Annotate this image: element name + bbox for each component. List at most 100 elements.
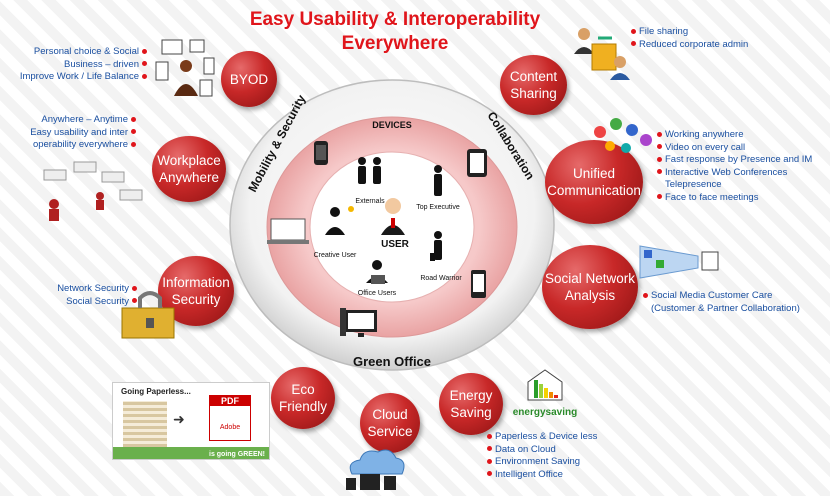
creative-user-label: Creative User <box>314 252 357 259</box>
note-text: Intelligent Office <box>495 468 563 480</box>
devices-label: DEVICES <box>372 120 412 130</box>
note-text: Paperless & Device less <box>495 431 598 442</box>
byod-notes: Personal choice & Social Business – driv… <box>2 46 150 84</box>
pdf-file-icon: PDF Adobe <box>209 395 251 441</box>
bullet-icon <box>657 169 662 175</box>
bullet-icon <box>131 129 136 135</box>
bullet-icon <box>643 292 648 298</box>
bubble-eco-line-1: Eco <box>291 382 315 397</box>
note-text: Improve Work / Life Balance <box>19 71 139 82</box>
going-green-label: is going GREEN! <box>209 451 265 458</box>
smartphone-icon <box>314 141 328 165</box>
bubble-unified-line-2: Communication <box>547 183 641 198</box>
file-sharing-icon <box>574 28 630 80</box>
bubble-content-sharing-line-2: Sharing <box>510 86 557 101</box>
energysaving-label: energysaving <box>512 407 578 418</box>
bubble-cloud-service[interactable]: Cloud Service <box>360 393 420 453</box>
bubble-unified-line-1: Unified <box>572 166 615 181</box>
note-text: Fast response by Presence and IM <box>665 154 813 165</box>
content-sharing-notes: File sharing Reduced corporate admin <box>628 26 768 51</box>
bullet-icon <box>487 471 492 477</box>
top-executive-icon <box>434 165 442 196</box>
bubble-energy-line-2: Saving <box>450 405 492 420</box>
note-text: Business – driven <box>64 58 139 70</box>
note-text: Network Security <box>57 283 129 294</box>
externals-label: Externals <box>355 198 385 205</box>
unified-communication-notes: Working anywhere Video on every call Fas… <box>654 129 829 204</box>
laptop-icon <box>267 218 309 244</box>
bubble-byod-label: BYOD <box>229 71 269 87</box>
bullet-icon <box>132 285 137 291</box>
pdf-label: PDF <box>210 396 250 406</box>
bullet-icon <box>657 194 662 200</box>
bubble-cloud-line-1: Cloud <box>372 407 408 422</box>
mobile-phone-icon <box>471 270 486 298</box>
bubble-social-line-1: Social Network <box>544 271 636 286</box>
note-text: Video on every call <box>665 141 746 153</box>
road-warrior-label: Road Warrior <box>420 275 462 282</box>
bubble-energy-saving[interactable]: Energy Saving <box>439 373 503 435</box>
bullet-icon <box>131 116 136 122</box>
note-text: Working anywhere <box>665 129 744 140</box>
user-label: USER <box>381 239 410 250</box>
bullet-icon <box>657 131 662 137</box>
bubble-social-line-2: Analysis <box>564 288 616 303</box>
adobe-label: Adobe <box>219 424 241 431</box>
bubble-workplace-line-1: Workplace <box>157 153 221 168</box>
byod-devices-icon <box>155 39 215 97</box>
note-text: Social Media Customer Care <box>651 290 773 301</box>
bullet-icon <box>487 433 492 439</box>
office-users-icon <box>366 260 388 284</box>
title-line-1: Easy Usability & Interoperability <box>249 9 541 30</box>
bullet-icon <box>487 446 492 452</box>
social-analytics-icon <box>639 245 719 279</box>
office-users-label: Office Users <box>358 290 397 297</box>
top-executive-label: Top Executive <box>416 204 460 211</box>
bullet-icon <box>131 141 136 147</box>
bubble-cloud-line-2: Service <box>367 424 413 439</box>
note-text: Face to face meetings <box>665 191 759 203</box>
arrow-right-icon: ➜ <box>173 411 185 427</box>
bullet-icon <box>657 156 662 162</box>
energy-house-icon <box>527 369 563 401</box>
bubble-unified-communication[interactable]: Unified Communication <box>545 140 643 224</box>
bubble-workplace-anywhere[interactable]: Workplace Anywhere <box>152 136 226 202</box>
energy-saving-logo: energysaving <box>508 368 582 418</box>
note-text: Social Security <box>66 295 129 307</box>
bubble-energy-line-1: Energy <box>449 388 493 403</box>
bullet-icon <box>142 73 147 79</box>
cloud-service-notes: Paperless & Device less Data on Cloud En… <box>484 431 634 481</box>
externals-people-icon <box>358 157 381 184</box>
bullet-icon <box>142 61 147 67</box>
bullet-icon <box>657 144 662 150</box>
bubble-content-sharing-line-1: Content <box>509 69 558 84</box>
note-text: Anywhere – Anytime <box>41 114 128 125</box>
desktop-computer-icon <box>340 308 377 337</box>
bubble-eco-friendly[interactable]: Eco Friendly <box>271 367 335 429</box>
note-text: operability everywhere <box>32 139 128 150</box>
tablet-icon <box>467 149 487 177</box>
road-warrior-icon <box>430 231 442 261</box>
creative-user-icon <box>325 206 354 235</box>
bullet-icon <box>487 458 492 464</box>
bubble-information-line-1: Information <box>162 275 230 290</box>
bubble-content-sharing[interactable]: Content Sharing <box>500 55 567 115</box>
note-text: Personal choice & Social <box>33 46 139 57</box>
bubble-workplace-line-2: Anywhere <box>158 170 220 185</box>
bubble-byod[interactable]: BYOD <box>221 51 277 107</box>
information-security-notes: Network Security Social Security <box>2 283 140 308</box>
central-diagram: Mobility & Security Collaboration Green … <box>229 79 555 371</box>
social-network-notes: Social Media Customer Care (Customer & P… <box>640 290 828 315</box>
green-office-label: Green Office <box>353 354 431 369</box>
unified-communication-icon <box>594 118 652 153</box>
note-text: Easy usability and inter <box>30 126 128 138</box>
note-text: Environment Saving <box>495 456 581 467</box>
user-avatar-icon <box>381 198 405 235</box>
note-text: Telepresence <box>665 179 722 190</box>
title-line-2: Everywhere <box>341 33 449 54</box>
workplace-people-icon <box>43 161 143 221</box>
bubble-social-network-analysis[interactable]: Social Network Analysis <box>542 245 638 329</box>
note-text: (Customer & Partner Collaboration) <box>651 302 800 314</box>
bubble-eco-line-2: Friendly <box>278 399 327 414</box>
page-title: Easy Usability & Interoperability Everyw… <box>190 8 600 56</box>
